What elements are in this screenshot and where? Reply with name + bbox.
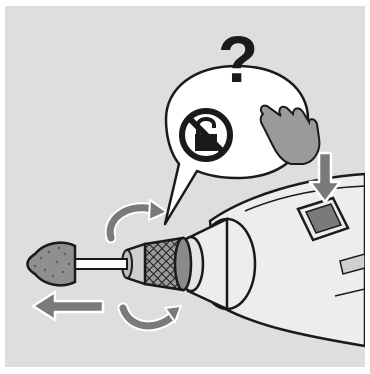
collet-nut bbox=[122, 238, 191, 290]
no-spindle-lock-icon bbox=[182, 111, 230, 159]
pull-out-arrow-icon bbox=[33, 292, 103, 320]
question-mark-icon: ? bbox=[218, 22, 258, 96]
illustration-frame: ? bbox=[5, 6, 365, 367]
grinding-stone-bit bbox=[28, 243, 76, 286]
